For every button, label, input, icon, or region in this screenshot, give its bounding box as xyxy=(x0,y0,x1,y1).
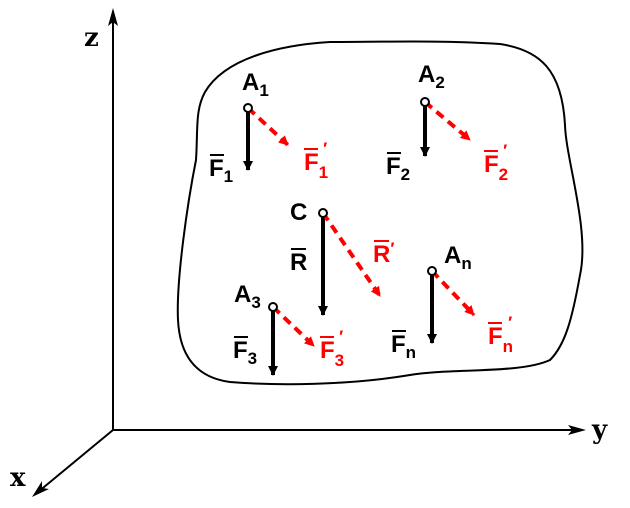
coordinate-axes: z y x xyxy=(10,8,608,497)
force-f3-prime-arrow xyxy=(271,305,316,348)
point-a3-marker xyxy=(268,302,278,312)
point-c-group: C R R′ xyxy=(290,199,394,316)
force-fn-prime-arrow xyxy=(430,269,476,317)
force-f3-label: F3 xyxy=(233,337,257,368)
point-a2-label: A2 xyxy=(418,61,445,92)
point-a1-group: A1 F1 F1′ xyxy=(209,69,328,186)
y-axis-arrowhead xyxy=(568,425,586,435)
point-a1-marker xyxy=(243,103,253,113)
force-f3-prime-label: F3′ xyxy=(320,327,344,370)
resultant-r-label: R xyxy=(290,249,307,276)
x-axis-arrowhead xyxy=(32,481,49,497)
force-f2-prime-label: F2′ xyxy=(484,141,508,184)
force-fn-label: Fn xyxy=(391,331,416,362)
resultant-r-prime-arrow xyxy=(321,211,382,298)
point-a3-group: A3 F3 F3′ xyxy=(233,281,344,376)
force-f2-prime-arrow xyxy=(423,100,472,142)
point-an-marker xyxy=(427,266,437,276)
point-a2-group: A2 F2 F2′ xyxy=(386,61,508,184)
force-f1-label: F1 xyxy=(209,155,233,186)
point-an-group: An Fn Fn′ xyxy=(391,242,513,362)
y-axis-label: y xyxy=(591,415,608,445)
rigid-body-outline xyxy=(176,40,584,386)
point-c-marker xyxy=(318,208,328,218)
force-f1-prime-arrow xyxy=(246,106,290,147)
point-an-label: An xyxy=(444,242,472,273)
x-axis xyxy=(37,429,114,493)
point-a2-marker xyxy=(420,97,430,107)
resultant-r-prime-label: R′ xyxy=(373,239,394,268)
point-a1-label: A1 xyxy=(242,69,269,100)
z-axis-arrowhead xyxy=(108,8,118,26)
point-c-label: C xyxy=(290,199,307,226)
z-axis-label: z xyxy=(84,23,99,53)
force-fn-prime-label: Fn′ xyxy=(488,313,513,356)
x-axis-label: x xyxy=(10,463,26,493)
point-a3-label: A3 xyxy=(234,281,261,312)
force-f1-prime-label: F1′ xyxy=(304,139,328,182)
force-f2-label: F2 xyxy=(386,153,410,184)
